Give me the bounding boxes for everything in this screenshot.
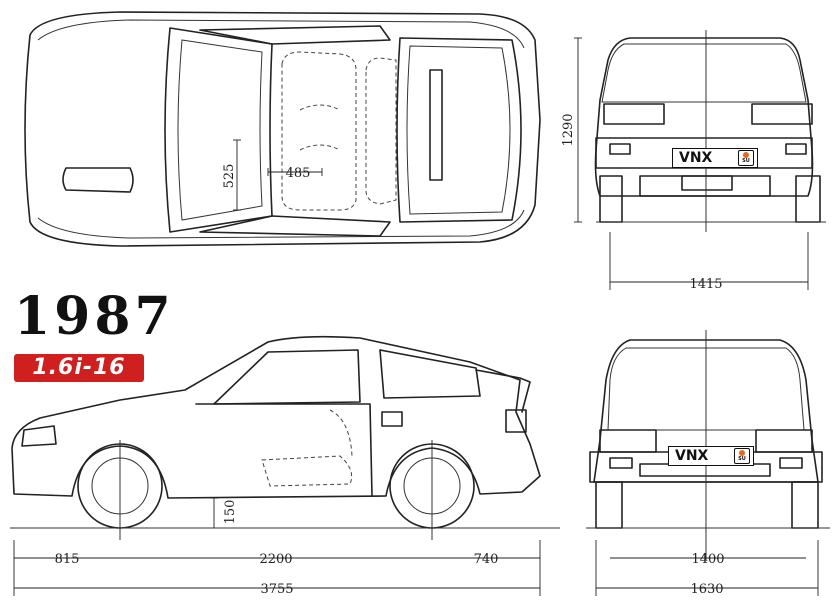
dim-overall-length-label: 3755 [260,582,293,597]
model-year: 1987 [14,286,175,347]
dim-rear-overhang-label: 740 [474,552,499,567]
dim-ground-clearance-label: 150 [223,500,238,525]
dim-seat-depth-label: 525 [222,164,237,189]
front-license-plate: VNX SU [668,446,754,466]
plate-seal-icon: SU [738,150,754,166]
plate-code: VNX [675,448,709,464]
plate-seal-icon: SU [734,448,750,464]
dim-seat-width-label: 485 [286,166,311,181]
dim-overall-width-label: 1630 [690,582,723,597]
dim-wheelbase-label: 2200 [259,552,292,567]
front-view [586,330,830,596]
dim-track-front-label: 1400 [691,552,724,567]
plate-code: VNX [679,150,713,166]
top-view [24,11,541,247]
rear-view [574,30,826,290]
dim-track-rear-label: 1415 [689,277,722,292]
dim-front-overhang-label: 815 [55,552,80,567]
engine-badge: 1.6i-16 [14,354,144,382]
rear-license-plate: VNX SU [672,148,758,168]
side-view [10,335,560,596]
dim-height-label: 1290 [561,113,576,146]
